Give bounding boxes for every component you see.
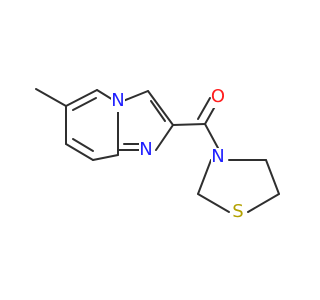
bond-c2-carbonyl [172,123,206,126]
bond-c2-n1 [155,124,174,151]
molecule-canvas: N N O N S [35,86,280,223]
atom-label-bg-o-carbonyl [211,88,225,108]
atom-label-s-ring: S [232,201,243,222]
bond-c3-c2 [147,90,174,126]
atom-label-n-ring: N [139,139,152,160]
bond-inner-c3-c2 [150,100,166,122]
bond-right-down-right-up [265,159,280,195]
atom-label-n-bridge: N [111,90,124,111]
atom-label-bg-n-bridge [111,92,125,112]
atom-label-o-carbonyl: O [211,86,225,107]
atom-label-bg-n-amide [211,148,225,168]
atom-label-bg-n-ring [139,140,153,160]
bond-n-ring-left-down [197,159,212,195]
bond-methyl [35,88,67,107]
bond-s-right-down [247,193,280,213]
bond-carbonyl-o-double [197,97,211,120]
molecule-structure: N N O N S [35,86,280,223]
bond-inner-c6-c5 [72,97,97,111]
atom-label-group: N N O N S [111,86,245,223]
atom-label-bg-s-ring [231,203,245,223]
bond-c8a-c8 [92,154,119,161]
bond-inner-c7-c8 [72,138,94,152]
atom-label-n-amide: N [211,146,224,167]
bond-group [35,88,280,213]
bond-c8-c7 [65,143,94,161]
bond-carbonyl-n [204,123,219,149]
bond-left-down-s [197,193,230,213]
bond-c6-c5 [65,89,98,107]
